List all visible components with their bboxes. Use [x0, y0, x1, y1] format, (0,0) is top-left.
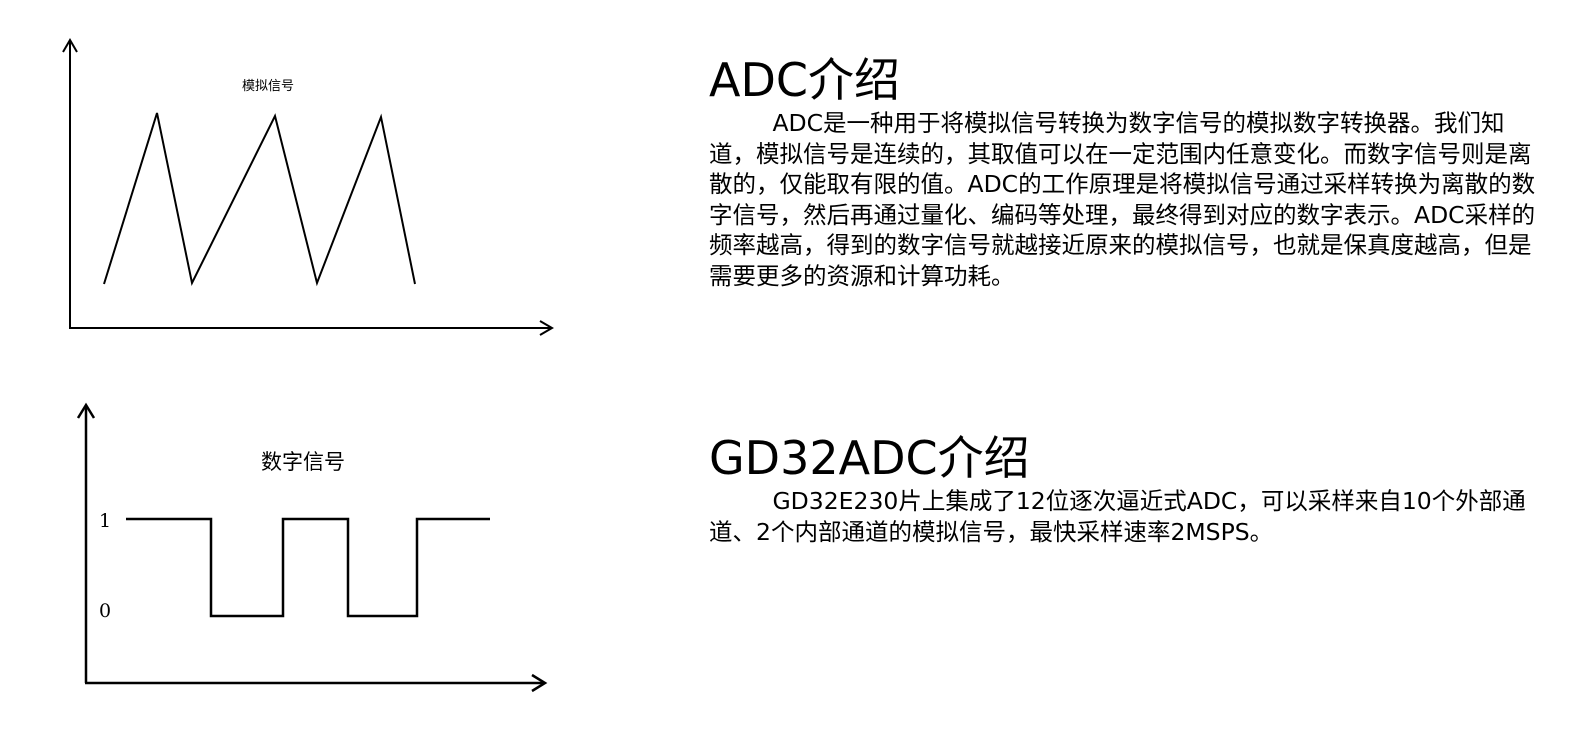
gd32-adc-intro-title: GD32ADC介绍 — [709, 431, 1030, 485]
analog-y-axis-arrowhead — [62, 38, 78, 53]
gd32-adc-intro-section: GD32ADC介绍 GD32E230片上集成了12位逐次逼近式ADC，可以采样来… — [709, 430, 1549, 547]
adc-intro-body: ADC是一种用于将模拟信号转换为数字信号的模拟数字转换器。我们知道，模拟信号是连… — [709, 109, 1536, 290]
digital-level-low-label: 0 — [99, 600, 111, 622]
digital-waveform — [126, 517, 490, 618]
digital-signal-label: 数字信号 — [261, 450, 345, 474]
digital-level-high-label: 1 — [99, 510, 111, 532]
analog-signal-label: 模拟信号 — [242, 79, 294, 94]
adc-intro-section: ADC介绍 ADC是一种用于将模拟信号转换为数字信号的模拟数字转换器。我们知道，… — [709, 52, 1549, 291]
digital-signal-chart: 数字信号 1 0 — [76, 402, 548, 693]
signal-diagrams: 模拟信号 数字信号 1 0 — [62, 38, 554, 693]
analog-x-axis-arrowhead — [539, 320, 554, 336]
digital-x-axis-arrowhead — [531, 673, 548, 693]
analog-signal-chart: 模拟信号 — [62, 38, 554, 336]
digital-y-axis-arrowhead — [76, 402, 96, 419]
analog-waveform — [103, 112, 416, 287]
adc-intro-title: ADC介绍 — [709, 53, 901, 107]
gd32-adc-intro-body: GD32E230片上集成了12位逐次逼近式ADC，可以采样来自10个外部通道、2… — [709, 487, 1526, 546]
